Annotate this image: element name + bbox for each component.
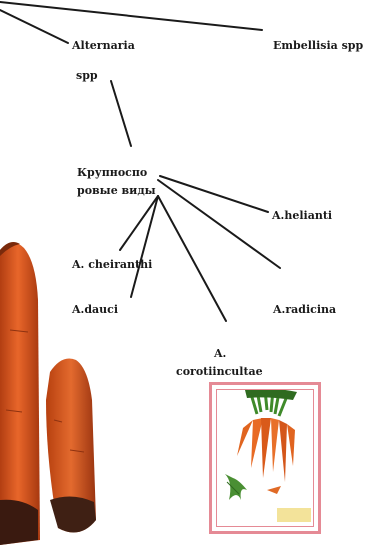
node-corotiincultae-line1: A. (214, 344, 226, 363)
carrot-large-base (0, 500, 38, 545)
node-radicina: A.radicina (273, 300, 336, 319)
carrot-small-base (50, 496, 96, 532)
node-embellisia: Embellisia spp (273, 36, 363, 55)
node-helianti: A.helianti (272, 206, 332, 225)
carrot-bunch-drawing (217, 390, 313, 526)
carrot-bunch-picture (209, 382, 321, 534)
edge-krupno-corotiincultae (158, 196, 226, 321)
inset-caption-box (277, 508, 311, 522)
node-corotiincultae-line2: corotiincultae (176, 362, 263, 381)
edge-krupno-radicina (158, 180, 280, 268)
edge-krupno-cheiranthi (120, 196, 158, 250)
carrot-large (0, 242, 40, 545)
carrots-photo (0, 0, 110, 545)
edge-alternaria-krupno (111, 81, 131, 146)
edge-krupno-dauci (131, 196, 158, 297)
